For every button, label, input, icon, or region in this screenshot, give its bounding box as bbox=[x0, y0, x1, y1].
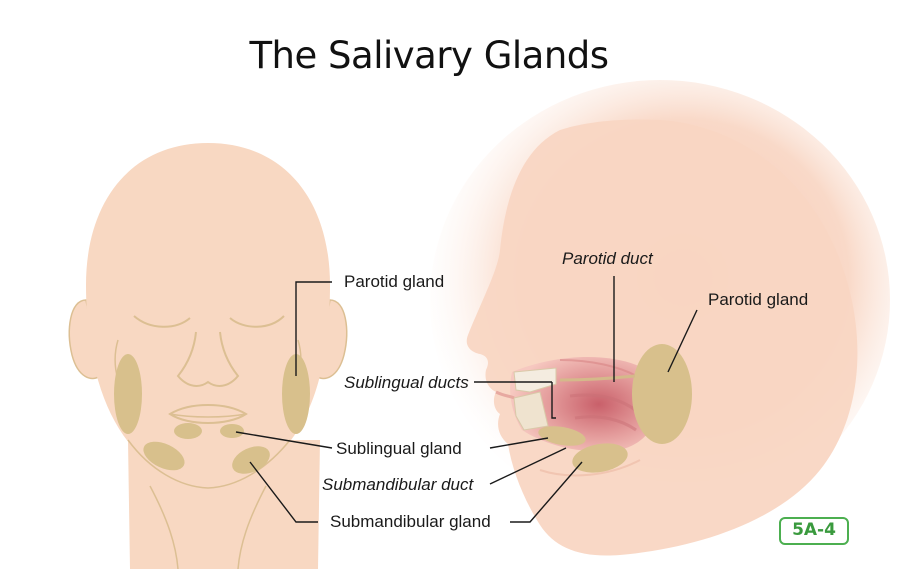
side-upper-teeth bbox=[513, 367, 557, 393]
side-parotid-gland bbox=[632, 344, 692, 444]
side-glands bbox=[538, 344, 692, 473]
leader-front-parotid bbox=[295, 281, 332, 376]
label-side-parotid-gland: Parotid gland bbox=[708, 290, 809, 309]
front-left-eye bbox=[133, 315, 191, 328]
front-glands bbox=[114, 354, 310, 474]
label-submandibular-duct: Submandibular duct bbox=[322, 475, 474, 494]
front-sublingual-left bbox=[174, 423, 202, 439]
label-parotid-duct: Parotid duct bbox=[562, 249, 653, 268]
leader-front-submandibular bbox=[249, 461, 318, 523]
leader-side-sublingual bbox=[489, 437, 549, 449]
leader-side-parotid-gland bbox=[667, 309, 698, 373]
front-parotid-left bbox=[114, 354, 142, 434]
side-sublingual-gland bbox=[538, 426, 586, 446]
front-parotid-right bbox=[282, 354, 310, 434]
side-submandibular-gland bbox=[572, 443, 628, 473]
side-head bbox=[430, 80, 890, 556]
front-left-ear bbox=[68, 299, 101, 380]
leader-side-submandibular bbox=[510, 461, 583, 523]
leader-sublingual-ducts-down bbox=[551, 382, 556, 419]
leader-front-sublingual bbox=[235, 431, 333, 449]
label-sublingual-ducts: Sublingual ducts bbox=[344, 373, 469, 392]
leader-lines bbox=[235, 276, 698, 523]
side-parotid-duct bbox=[559, 374, 636, 382]
front-submandibular-left bbox=[143, 441, 185, 471]
front-nose bbox=[176, 331, 240, 387]
label-front-parotid-gland: Parotid gland bbox=[344, 272, 445, 291]
label-sublingual-gland: Sublingual gland bbox=[336, 439, 462, 458]
front-sublingual-right bbox=[220, 424, 244, 438]
front-submandibular-right bbox=[232, 446, 270, 474]
front-right-eye bbox=[229, 315, 285, 328]
side-lower-teeth bbox=[513, 391, 549, 431]
diagram-title: The Salivary Glands bbox=[249, 34, 609, 77]
leader-side-submandibular-duct bbox=[489, 447, 567, 485]
label-submandibular-gland: Submandibular gland bbox=[330, 512, 491, 531]
front-head bbox=[68, 143, 348, 569]
front-face bbox=[86, 143, 330, 492]
figure-badge: 5A-4 bbox=[779, 517, 849, 545]
